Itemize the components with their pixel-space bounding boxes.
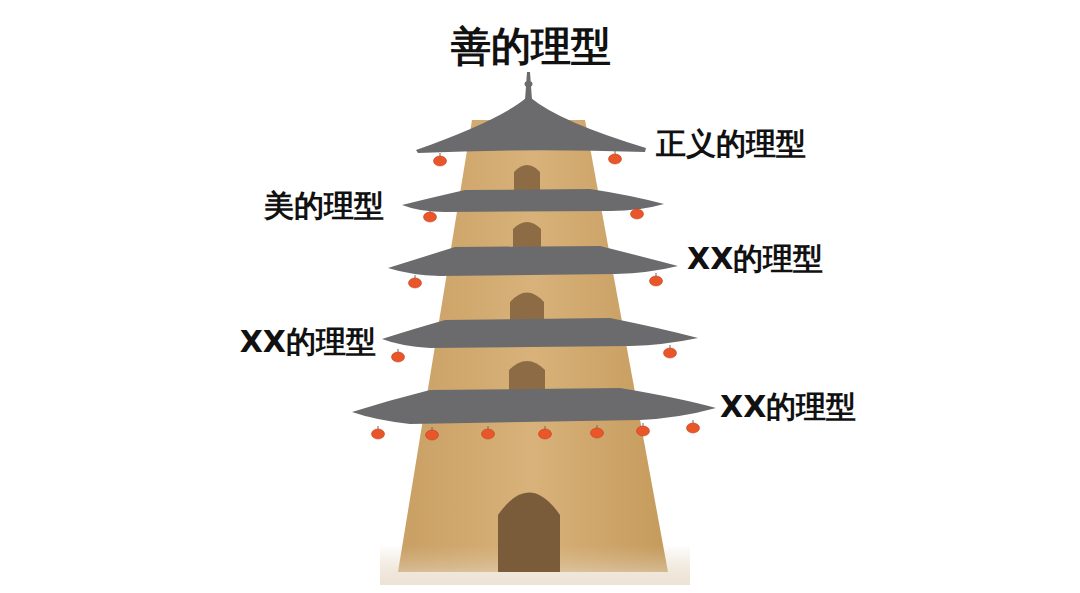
tier-label: 美的理型 <box>264 189 384 222</box>
lantern <box>392 352 405 362</box>
lantern <box>591 428 604 438</box>
tier-label: XX的理型 <box>687 242 823 275</box>
lantern <box>482 429 495 439</box>
lantern <box>687 423 700 433</box>
lantern <box>409 278 422 288</box>
spire-knob <box>525 81 533 87</box>
lantern <box>426 430 439 440</box>
lantern <box>609 154 622 164</box>
lantern <box>664 348 677 358</box>
lantern <box>372 429 385 439</box>
spire <box>525 72 532 100</box>
diagram-title: 善的理型 <box>451 24 611 68</box>
tier-label: XX的理型 <box>720 390 856 423</box>
lantern <box>434 156 447 166</box>
lantern <box>637 426 650 436</box>
arched-windows <box>498 165 560 572</box>
lantern <box>631 209 644 219</box>
tier-label: XX的理型 <box>240 325 376 358</box>
lantern <box>424 212 437 222</box>
lantern <box>650 276 663 286</box>
hanging-lanterns <box>372 151 700 440</box>
lantern <box>539 429 552 439</box>
tier-label: 正义的理型 <box>656 127 806 160</box>
